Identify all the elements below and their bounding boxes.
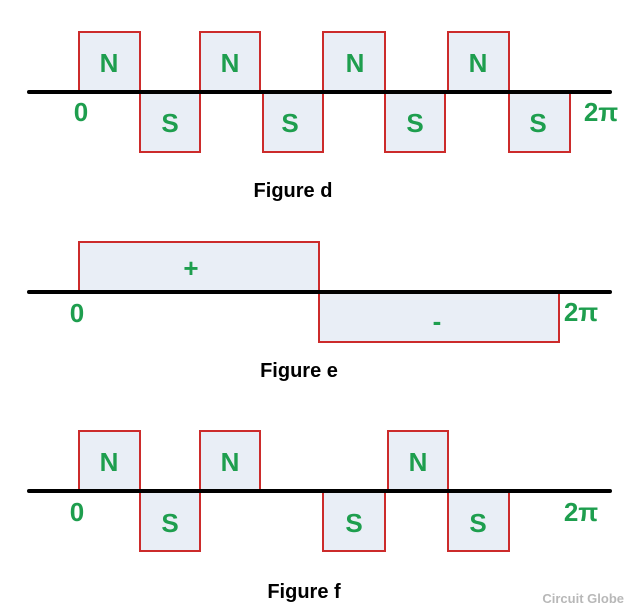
figure-caption: Figure e	[260, 360, 338, 382]
south-pole-3	[384, 91, 446, 153]
north-pole-3	[387, 430, 449, 492]
pole-label: S	[529, 108, 546, 138]
figure-caption: Figure d	[254, 180, 333, 202]
south-pole-1	[139, 490, 201, 552]
negative-half	[318, 291, 560, 343]
pole-label: S	[345, 508, 362, 538]
south-pole-2	[322, 490, 386, 552]
pole-label: N	[221, 447, 240, 477]
pole-label: N	[100, 447, 119, 477]
start-label: 0	[74, 97, 88, 127]
north-pole-1	[78, 31, 141, 93]
start-label: 0	[70, 497, 84, 527]
figure-f: N S N S N S 0 2π Figure f	[27, 430, 612, 603]
south-pole-3	[447, 490, 510, 552]
south-pole-4	[508, 91, 571, 153]
pole-label: S	[161, 108, 178, 138]
pole-label: +	[183, 253, 198, 283]
pole-label: N	[100, 48, 119, 78]
start-label: 0	[70, 298, 84, 328]
pole-label: S	[161, 508, 178, 538]
positive-half	[78, 241, 320, 293]
figure-d: N S N S N S N S 0 2π Figure d	[27, 31, 618, 202]
end-label: 2π	[564, 297, 598, 327]
south-pole-1	[139, 91, 201, 153]
pole-label: N	[409, 447, 428, 477]
end-label: 2π	[584, 97, 618, 127]
south-pole-2	[262, 91, 324, 153]
pole-label: N	[221, 48, 240, 78]
pole-label: N	[469, 48, 488, 78]
figure-caption: Figure f	[267, 581, 341, 603]
pole-label: S	[281, 108, 298, 138]
end-label: 2π	[564, 497, 598, 527]
figure-e: + - 0 2π Figure e	[27, 241, 612, 382]
pole-label: -	[433, 306, 442, 336]
watermark: Circuit Globe	[542, 591, 624, 606]
pole-label: S	[469, 508, 486, 538]
north-pole-2	[199, 430, 261, 492]
pole-label: S	[406, 108, 423, 138]
pole-label: N	[346, 48, 365, 78]
